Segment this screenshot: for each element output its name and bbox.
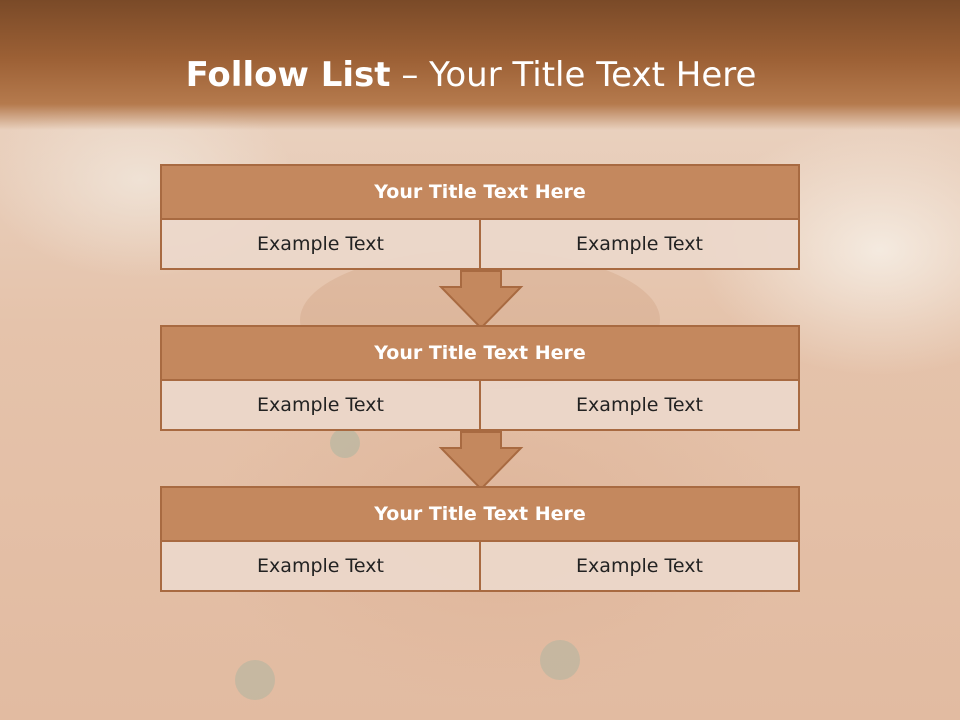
block-cell-right: Example Text xyxy=(479,220,798,268)
background-photo-shape xyxy=(330,428,360,458)
block-title: Your Title Text Here xyxy=(160,486,800,542)
header-band xyxy=(0,0,960,130)
block-cell-left: Example Text xyxy=(162,381,479,429)
block-row: Example Text Example Text xyxy=(160,542,800,592)
block-cell-right: Example Text xyxy=(479,381,798,429)
background-photo-shape xyxy=(540,640,580,680)
page-title-rest: – Your Title Text Here xyxy=(390,55,757,95)
block-row: Example Text Example Text xyxy=(160,381,800,431)
block-row: Example Text Example Text xyxy=(160,220,800,270)
block-title: Your Title Text Here xyxy=(160,325,800,381)
down-arrow-icon xyxy=(438,431,524,491)
down-arrow-icon xyxy=(438,270,524,330)
background-photo-shape xyxy=(235,660,275,700)
follow-list-block: Your Title Text Here Example Text Exampl… xyxy=(160,486,800,592)
follow-list-block: Your Title Text Here Example Text Exampl… xyxy=(160,325,800,431)
page-title-bold: Follow List xyxy=(185,55,391,95)
block-cell-left: Example Text xyxy=(162,542,479,590)
block-title: Your Title Text Here xyxy=(160,164,800,220)
block-cell-left: Example Text xyxy=(162,220,479,268)
follow-list-block: Your Title Text Here Example Text Exampl… xyxy=(160,164,800,270)
page-title: Follow List – Your Title Text Here xyxy=(0,52,942,98)
block-cell-right: Example Text xyxy=(479,542,798,590)
